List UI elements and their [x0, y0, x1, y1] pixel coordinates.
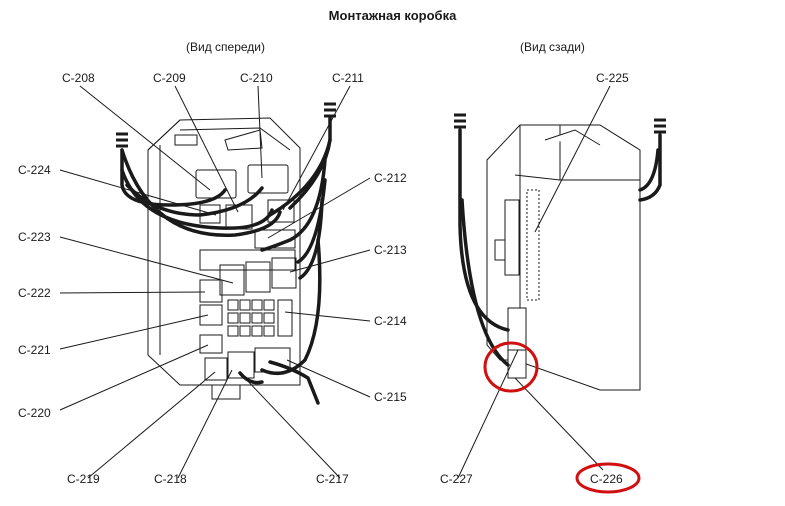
label-c221: C-221	[18, 343, 51, 357]
back-wire-ends	[454, 113, 666, 134]
label-c215: C-215	[374, 390, 407, 404]
highlight-circles	[483, 341, 641, 494]
label-c211: C-211	[332, 71, 364, 85]
label-c214: C-214	[374, 314, 407, 328]
label-c209: C-209	[153, 71, 186, 85]
back-view-label: (Вид сзади)	[520, 40, 585, 54]
front-wire-ends	[116, 102, 336, 148]
label-c218: C-218	[154, 472, 187, 486]
front-leader-lines	[59, 85, 371, 479]
front-box-outline	[147, 117, 301, 400]
label-c212: C-212	[374, 171, 407, 185]
label-c222: C-222	[18, 286, 51, 300]
label-c213: C-213	[374, 243, 407, 257]
front-view-label: (Вид спереди)	[186, 40, 265, 54]
label-c220: C-220	[18, 406, 51, 420]
label-c227: C-227	[440, 472, 473, 486]
label-c210: C-210	[240, 71, 273, 85]
label-c219: C-219	[67, 472, 100, 486]
label-c225: C-225	[596, 71, 629, 85]
label-c226: C-226	[590, 472, 623, 486]
back-wire-harness	[458, 128, 662, 367]
label-c224: C-224	[18, 163, 51, 177]
back-leader-lines	[457, 85, 611, 479]
back-box-outline	[486, 124, 641, 391]
label-c217: C-217	[316, 472, 349, 486]
label-c208: C-208	[62, 71, 95, 85]
diagram-title: Монтажная коробка	[328, 8, 457, 23]
label-c223: C-223	[18, 230, 51, 244]
front-wire-harness	[120, 116, 332, 405]
